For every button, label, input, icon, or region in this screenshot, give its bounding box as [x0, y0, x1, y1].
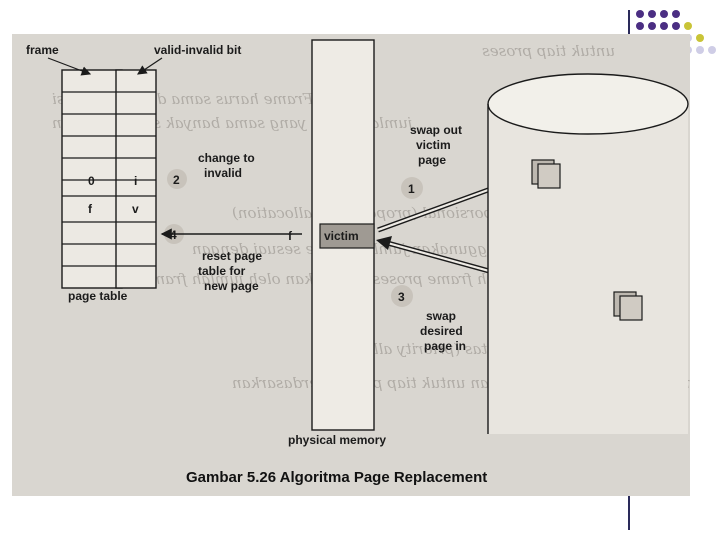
desired-page-block [614, 292, 642, 320]
figure-caption: Gambar 5.26 Algoritma Page Replacement [186, 469, 487, 486]
step-4-text-line-3: new page [204, 279, 259, 293]
step-3-text-line-1: swap [426, 309, 456, 323]
step-2-text-line-1: change to [198, 151, 255, 165]
valid-invalid-bit-label: valid-invalid bit [154, 43, 241, 57]
step-3-number: 3 [398, 290, 405, 304]
step-3-text-line-2: desired [420, 324, 463, 338]
step-2-number: 2 [173, 173, 180, 187]
step-1-text-line-2: victim [416, 138, 451, 152]
page-replacement-diagram: 0 i f v frame valid-invalid bit page tab… [12, 34, 690, 496]
step-3-arrow-head [376, 236, 392, 250]
step-1-text-line-3: page [418, 153, 446, 167]
page-table-row-1-bit: i [134, 174, 137, 188]
step-1-number: 1 [408, 182, 415, 196]
page-table-row-2-bit: v [132, 202, 139, 216]
frame-f-label: f [288, 229, 293, 243]
victim-label: victim [324, 229, 359, 243]
step-4-text-line-1: reset page [202, 249, 262, 263]
step-2-text-line-2: invalid [204, 166, 242, 180]
scanned-figure: untuk tiap proses Frame harus sama denga… [12, 34, 690, 496]
physical-memory-label: physical memory [288, 433, 386, 447]
page-table-row-1-frame: 0 [88, 174, 95, 188]
backing-store-cylinder [488, 74, 688, 434]
frame-label: frame [26, 43, 59, 57]
victim-page-block [532, 160, 560, 188]
step-3-text-line-3: page in [424, 339, 466, 353]
physical-memory: victim f [288, 40, 374, 430]
page-table: 0 i f v [62, 70, 156, 288]
page-table-label: page table [68, 289, 128, 303]
step-1-text-line-1: swap out [410, 123, 462, 137]
step-4-text-line-2: table for [198, 264, 246, 278]
step-4-number: 4 [170, 228, 177, 242]
